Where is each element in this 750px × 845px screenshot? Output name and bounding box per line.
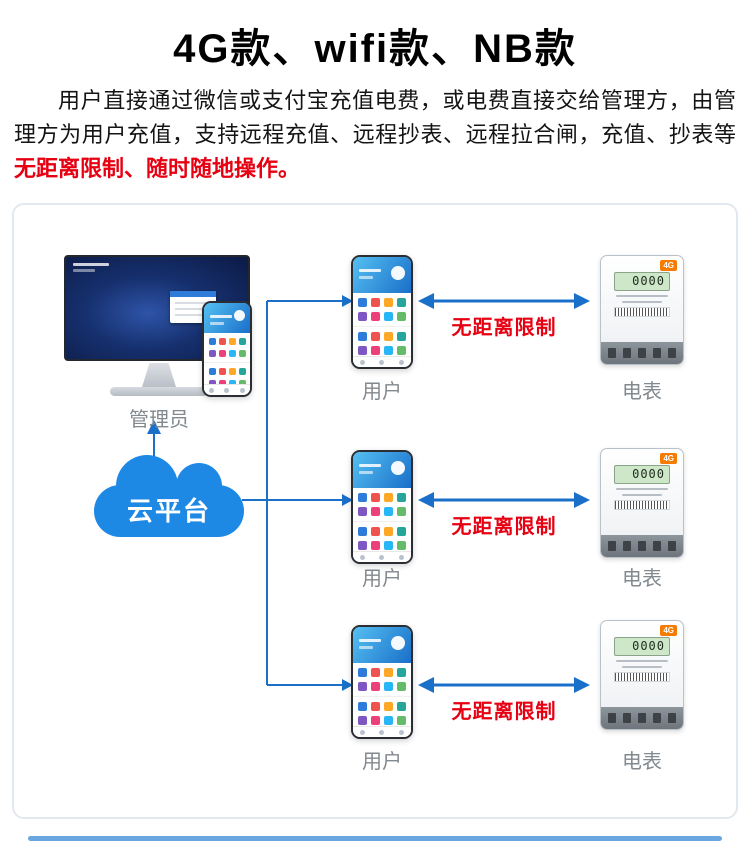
intro-text: 用户直接通过微信或支付宝充值电费，或电费直接交给管理方，由管理方为用户充值，支持… — [14, 88, 736, 147]
user-phone-2 — [351, 450, 413, 564]
user-phone-1 — [351, 255, 413, 369]
meter-terminals — [601, 342, 683, 364]
phone-navbar — [353, 726, 411, 737]
phone-app-grid — [353, 326, 411, 355]
admin-label: 管理员 — [129, 409, 189, 431]
page-title: 4G款、wifi款、NB款 — [173, 27, 577, 71]
phone-header — [353, 452, 411, 488]
meter-4g-badge: 4G — [660, 625, 677, 636]
meter-lcd: 0000 — [614, 637, 670, 656]
phone-app-grid — [353, 293, 411, 321]
platform-logo-bar2 — [73, 269, 95, 272]
distance-label-2: 无距离限制 — [451, 516, 557, 538]
section-divider — [28, 836, 722, 841]
user-phone-3 — [351, 625, 413, 739]
meter-text-bar — [616, 488, 668, 490]
phone-header — [353, 257, 411, 293]
platform-logo-bar — [73, 263, 109, 266]
monitor-base — [110, 387, 208, 396]
user-label-1: 用户 — [362, 381, 402, 403]
user-label-3: 用户 — [362, 751, 402, 773]
meter-barcode — [614, 500, 670, 510]
header-text-bar — [210, 322, 224, 325]
intro-highlight: 无距离限制、随时随地操作。 — [14, 156, 301, 181]
meter-4g-badge: 4G — [660, 453, 677, 464]
header-text-bar — [210, 315, 232, 318]
meter-label-2: 电表 — [622, 568, 662, 590]
meter-text-bar — [622, 666, 662, 668]
electric-meter-3: 4G 0000 — [600, 620, 684, 730]
user-label-2: 用户 — [362, 568, 402, 590]
meter-barcode — [614, 672, 670, 682]
meter-terminals — [601, 535, 683, 557]
admin-phone — [202, 301, 252, 397]
avatar — [391, 266, 405, 280]
cloud-platform: 云平台 — [94, 455, 244, 537]
phone-app-grid — [353, 696, 411, 725]
phone-app-grid — [353, 663, 411, 691]
meter-barcode — [614, 307, 670, 317]
phone-navbar — [204, 384, 250, 395]
intro-paragraph: 用户直接通过微信或支付宝充值电费，或电费直接交给管理方，由管理方为用户充值，支持… — [14, 84, 736, 186]
phone-navbar — [353, 356, 411, 367]
phone-app-grid — [353, 488, 411, 516]
phone-navbar — [353, 551, 411, 562]
avatar — [234, 310, 245, 321]
diagram-panel: 管理员 云平台 用户 用户 用户 无距离限制 无距离限制 无距离限制 4G 00… — [12, 203, 738, 819]
electric-meter-2: 4G 0000 — [600, 448, 684, 558]
meter-4g-badge: 4G — [660, 260, 677, 271]
meter-lcd: 0000 — [614, 272, 670, 291]
phone-app-grid — [204, 362, 250, 387]
phone-app-grid — [353, 521, 411, 550]
distance-label-3: 无距离限制 — [451, 701, 557, 723]
phone-header — [353, 627, 411, 663]
meter-lcd: 0000 — [614, 465, 670, 484]
phone-header — [204, 303, 250, 333]
avatar — [391, 636, 405, 650]
phone-app-grid — [204, 333, 250, 357]
monitor-stand — [142, 363, 176, 387]
admin-workstation — [64, 251, 254, 401]
meter-text-bar — [616, 660, 668, 662]
meter-label-1: 电表 — [622, 381, 662, 403]
avatar — [391, 461, 405, 475]
electric-meter-1: 4G 0000 — [600, 255, 684, 365]
cloud-label: 云平台 — [126, 496, 211, 526]
meter-label-3: 电表 — [622, 751, 662, 773]
distance-label-1: 无距离限制 — [451, 317, 557, 339]
meter-text-bar — [622, 494, 662, 496]
meter-terminals — [601, 707, 683, 729]
meter-text-bar — [616, 295, 668, 297]
meter-text-bar — [622, 301, 662, 303]
